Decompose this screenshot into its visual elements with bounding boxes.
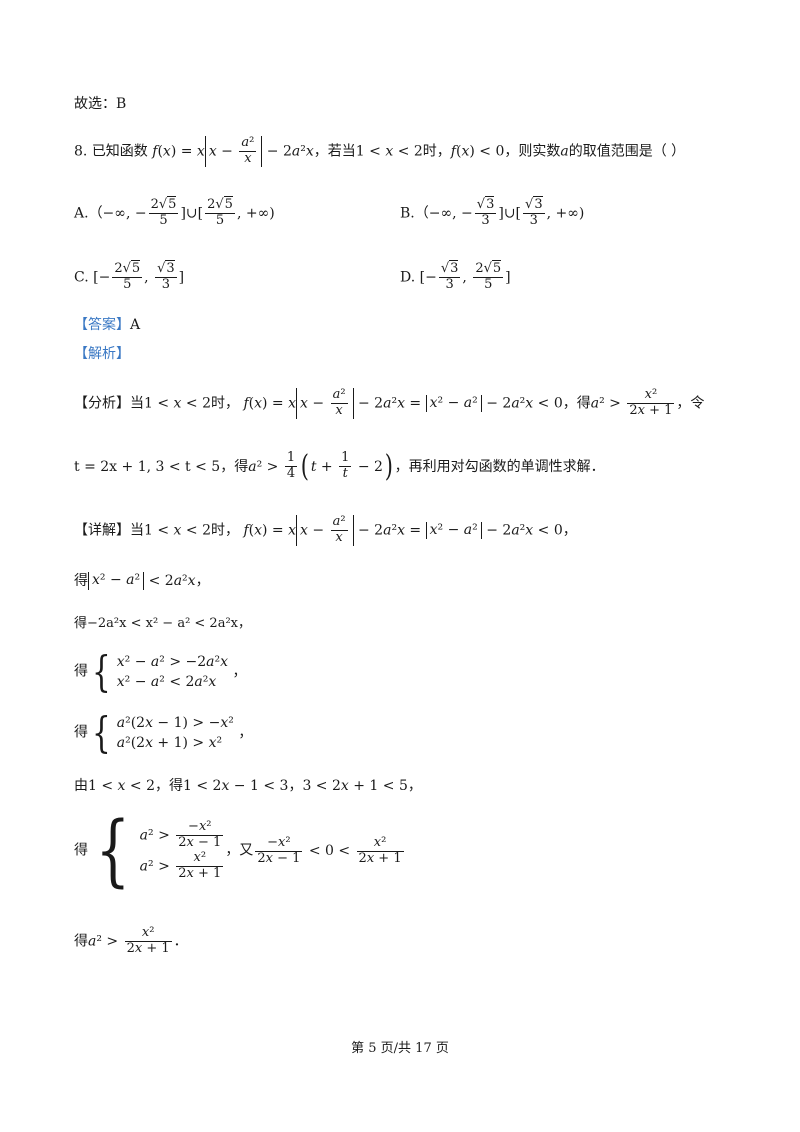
page-footer: 第 5 页/共 17 页 [351,1041,449,1056]
prev-answer-line: 故选：B [74,96,127,112]
analysis-tag: 【解析】 [74,346,130,362]
step-6: 由1 < x < 2，得1 < 2x − 1 < 3，3 < 2x + 1 < … [74,778,422,794]
step-3: 得−2a²x < x² − a² < 2a²x， [74,616,251,631]
answer-line: 【答案】A [74,317,141,333]
